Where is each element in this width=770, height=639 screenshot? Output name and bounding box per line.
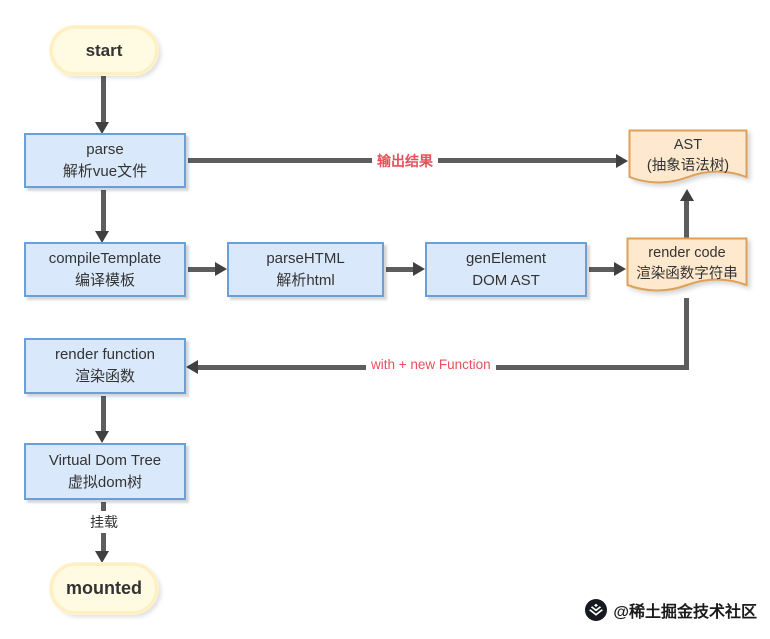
edge-parse-html-to-gen-element <box>386 267 414 272</box>
edge-parse-to-compile-template <box>101 190 106 232</box>
node-render-function-title: render function <box>54 346 156 363</box>
node-parse-html-subtitle: 解析html <box>276 271 335 289</box>
arrowhead-left <box>186 360 198 374</box>
node-virtual-dom-tree-title: Virtual Dom Tree <box>48 451 162 469</box>
node-mounted: mounted <box>50 563 158 614</box>
arrowhead-down <box>95 551 109 563</box>
edge-label-output-result: 输出结果 <box>372 150 438 172</box>
node-render-function: render function 渲染函数 <box>24 338 186 394</box>
node-start-label: start <box>85 40 123 60</box>
node-start: start <box>50 26 158 75</box>
edge-render-code-down-segment <box>684 298 689 370</box>
edge-gen-element-to-render-code <box>589 267 615 272</box>
edge-render-function-to-virtual-dom <box>101 396 106 432</box>
node-parse: parse 解析vue文件 <box>24 133 186 188</box>
node-render-code-title: render code <box>648 245 726 261</box>
watermark: @稀土掘金技术社区 <box>585 598 757 622</box>
arrowhead-right <box>215 262 227 276</box>
document-shape <box>628 129 748 184</box>
node-gen-element-title: genElement <box>465 249 547 267</box>
edge-label-with-new-function: with + new Function <box>366 356 496 373</box>
edge-compile-template-to-parse-html <box>188 267 216 272</box>
node-render-function-subtitle: 渲染函数 <box>74 368 135 385</box>
node-gen-element: genElement DOM AST <box>425 242 587 297</box>
arrowhead-down <box>95 431 109 443</box>
node-render-code: render code 渲染函数字符串 <box>626 237 748 301</box>
arrowhead-right <box>413 262 425 276</box>
node-parse-subtitle: 解析vue文件 <box>62 162 148 180</box>
juejin-logo-icon <box>585 599 608 621</box>
arrowhead-right <box>616 154 628 168</box>
edge-label-mount: 挂载 <box>85 511 123 533</box>
document-shape <box>626 237 748 292</box>
node-parse-html-title: parseHTML <box>266 249 345 267</box>
arrowhead-up <box>680 189 694 201</box>
node-render-code-subtitle: 渲染函数字符串 <box>636 266 738 282</box>
watermark-text: @稀土掘金技术社区 <box>613 604 757 621</box>
node-compile-template: compileTemplate 编译模板 <box>24 242 186 297</box>
arrowhead-down <box>95 122 109 134</box>
node-parse-html: parseHTML 解析html <box>227 242 384 297</box>
node-parse-title: parse <box>86 140 124 158</box>
edge-render-code-to-ast <box>684 200 689 239</box>
node-gen-element-subtitle: DOM AST <box>472 271 540 289</box>
node-ast-subtitle: (抽象语法树) <box>646 158 730 174</box>
arrowhead-right <box>614 262 626 276</box>
node-virtual-dom-tree-subtitle: 虚拟dom树 <box>67 473 143 491</box>
node-ast-title: AST <box>673 137 703 153</box>
node-ast: AST (抽象语法树) <box>628 129 748 193</box>
node-compile-template-title: compileTemplate <box>48 249 162 267</box>
node-virtual-dom-tree: Virtual Dom Tree 虚拟dom树 <box>24 443 186 500</box>
node-compile-template-subtitle: 编译模板 <box>74 271 135 289</box>
edge-start-to-parse <box>101 75 106 123</box>
node-mounted-label: mounted <box>66 578 142 598</box>
arrowhead-down <box>95 231 109 243</box>
